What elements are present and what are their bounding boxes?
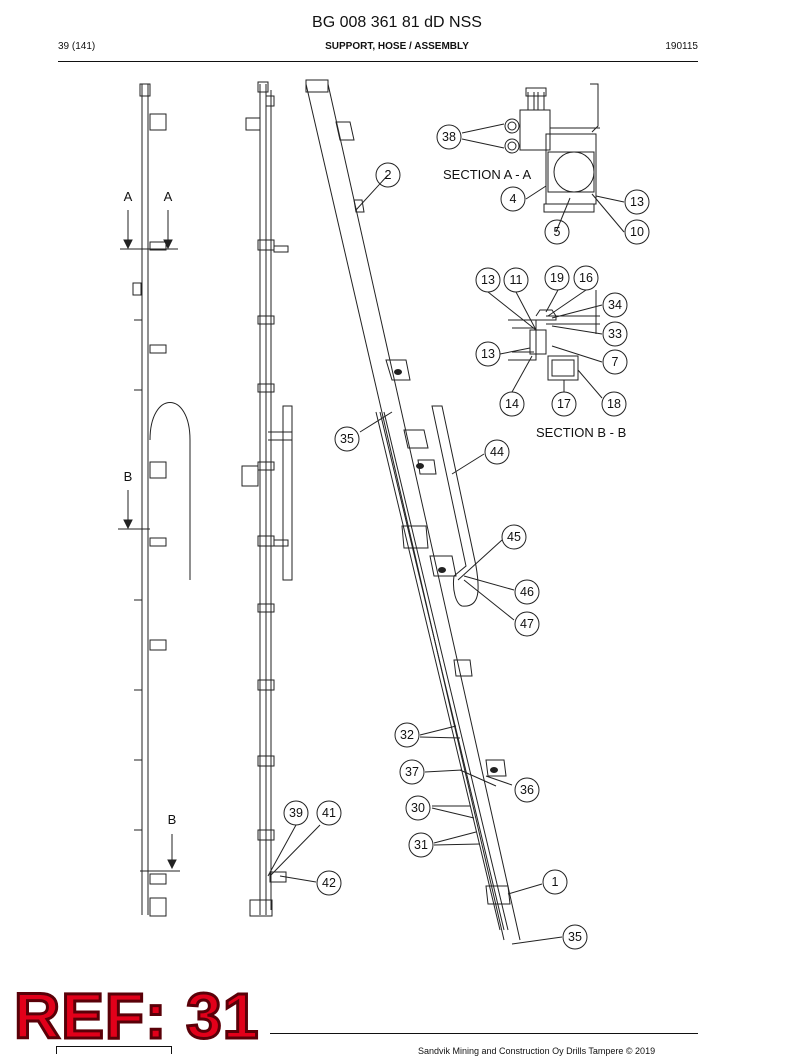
section-letter-b-top: B	[124, 469, 133, 484]
callout-46: 46	[520, 585, 534, 599]
callout-35-a: 35	[340, 432, 354, 446]
leader-lines	[267, 123, 625, 945]
callout-37: 37	[405, 765, 419, 779]
middle-view-beam	[241, 81, 293, 917]
revision-code: 190115	[665, 41, 698, 52]
section-aa-title: SECTION A - A	[443, 167, 531, 182]
section-letter-a-left: A	[124, 189, 133, 204]
callout-13-b: 13	[481, 273, 495, 287]
callout-17: 17	[557, 397, 571, 411]
callout-44: 44	[490, 445, 504, 459]
callout-18: 18	[607, 397, 621, 411]
callout-11: 11	[510, 273, 523, 287]
left-view-beam	[132, 83, 191, 917]
callout-5: 5	[554, 225, 561, 239]
hose-support-bar	[431, 405, 479, 607]
callout-13-a: 13	[630, 195, 644, 209]
callout-2: 2	[385, 168, 392, 182]
section-letter-b-bottom: B	[168, 812, 177, 827]
clamp-fills	[394, 369, 498, 773]
assembly-subtitle: SUPPORT, HOSE / ASSEMBLY	[325, 41, 469, 52]
callout-32: 32	[400, 728, 414, 742]
callout-14: 14	[505, 397, 519, 411]
callout-circles	[283, 124, 650, 950]
callout-10: 10	[630, 225, 644, 239]
callout-41: 41	[322, 806, 336, 820]
callout-4: 4	[510, 192, 517, 206]
callout-35-b: 35	[568, 930, 582, 944]
callout-33: 33	[608, 327, 622, 341]
callout-30: 30	[411, 801, 425, 815]
callout-19: 19	[550, 271, 564, 285]
callout-38: 38	[442, 130, 456, 144]
section-bb-detail	[508, 290, 600, 381]
callout-16: 16	[579, 271, 593, 285]
footer-copyright: Sandvik Mining and Construction Oy Drill…	[418, 1046, 656, 1056]
company-logo	[56, 1046, 172, 1054]
page-number: 39 (141)	[58, 41, 96, 52]
reference-stamp: REF: 31	[12, 980, 260, 1052]
section-letter-a-right: A	[164, 189, 173, 204]
section-b-indicators	[118, 490, 180, 872]
footer-divider	[270, 1033, 698, 1034]
callout-36: 36	[520, 783, 534, 797]
callout-45: 45	[507, 530, 521, 544]
document-title: BG 008 361 81 dD NSS	[312, 14, 482, 31]
callout-31: 31	[414, 838, 428, 852]
callout-34: 34	[608, 298, 622, 312]
callout-13-c: 13	[481, 347, 495, 361]
section-aa-detail	[504, 83, 600, 213]
callout-7: 7	[612, 355, 619, 369]
section-bb-title: SECTION B - B	[536, 425, 626, 440]
callout-39: 39	[289, 806, 303, 820]
callout-42: 42	[322, 876, 336, 890]
header-divider	[58, 61, 698, 62]
section-a-indicators	[120, 210, 178, 250]
callout-47: 47	[520, 617, 534, 631]
callout-1: 1	[552, 875, 559, 889]
